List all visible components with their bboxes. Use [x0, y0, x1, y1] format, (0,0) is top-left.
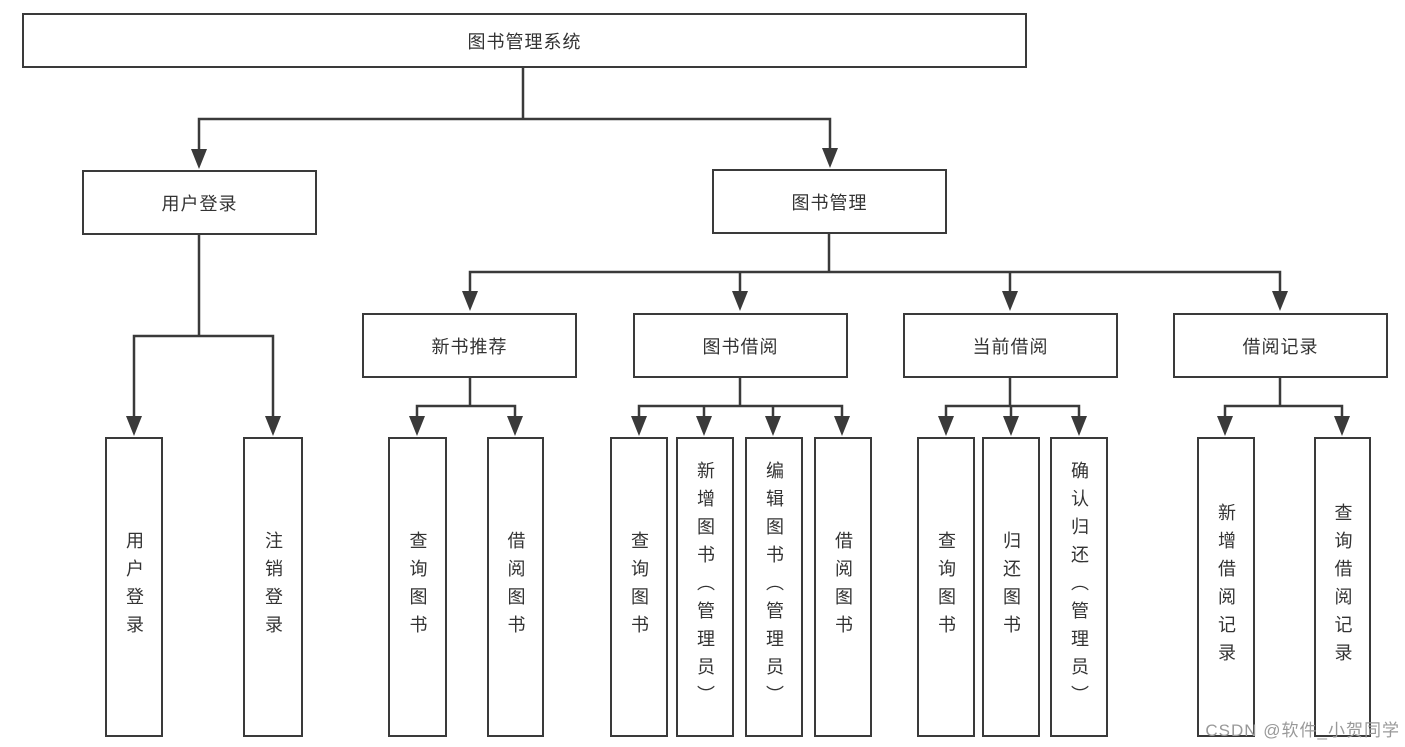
leaf-return-books: 归还图书 [982, 437, 1040, 737]
leaf-add-books-admin-label: 新增图书（管理员） [695, 461, 715, 713]
leaf-add-books-admin: 新增图书（管理员） [676, 437, 734, 737]
leaf-confirm-return-admin: 确认归还（管理员） [1050, 437, 1108, 737]
node-borrowing-records: 借阅记录 [1173, 313, 1388, 378]
leaf-borrow-books-borrowing: 借阅图书 [814, 437, 872, 737]
node-current-borrowing: 当前借阅 [903, 313, 1118, 378]
leaf-query-books-recommend-label: 查询图书 [407, 531, 428, 643]
leaf-query-borrow-record: 查询借阅记录 [1314, 437, 1371, 737]
leaf-query-books-recommend: 查询图书 [388, 437, 447, 737]
leaf-query-books-borrowing: 查询图书 [610, 437, 668, 737]
node-new-book-recommend: 新书推荐 [362, 313, 577, 378]
node-book-borrowing: 图书借阅 [633, 313, 848, 378]
leaf-query-books-borrowing-label: 查询图书 [629, 531, 649, 643]
leaf-confirm-return-admin-label: 确认归还（管理员） [1069, 461, 1089, 713]
leaf-query-books-current: 查询图书 [917, 437, 975, 737]
leaf-query-books-current-label: 查询图书 [936, 531, 956, 643]
leaf-edit-books-admin: 编辑图书（管理员） [745, 437, 803, 737]
node-library-management-system: 图书管理系统 [22, 13, 1027, 68]
leaf-borrow-books-recommend: 借阅图书 [487, 437, 544, 737]
leaf-borrow-books-borrowing-label: 借阅图书 [833, 531, 853, 643]
leaf-user-login-label: 用户登录 [124, 531, 144, 643]
node-book-management: 图书管理 [712, 169, 947, 234]
leaf-logout-label: 注销登录 [263, 531, 283, 643]
leaf-logout: 注销登录 [243, 437, 303, 737]
node-user-login-group: 用户登录 [82, 170, 317, 235]
csdn-watermark: CSDN @软件_小贺同学 [1205, 721, 1400, 740]
leaf-edit-books-admin-label: 编辑图书（管理员） [764, 461, 784, 713]
leaf-borrow-books-recommend-label: 借阅图书 [505, 531, 526, 643]
leaf-return-books-label: 归还图书 [1001, 531, 1021, 643]
leaf-user-login: 用户登录 [105, 437, 163, 737]
leaf-add-borrow-record-label: 新增借阅记录 [1216, 503, 1236, 671]
leaf-query-borrow-record-label: 查询借阅记录 [1332, 503, 1353, 671]
leaf-add-borrow-record: 新增借阅记录 [1197, 437, 1255, 737]
